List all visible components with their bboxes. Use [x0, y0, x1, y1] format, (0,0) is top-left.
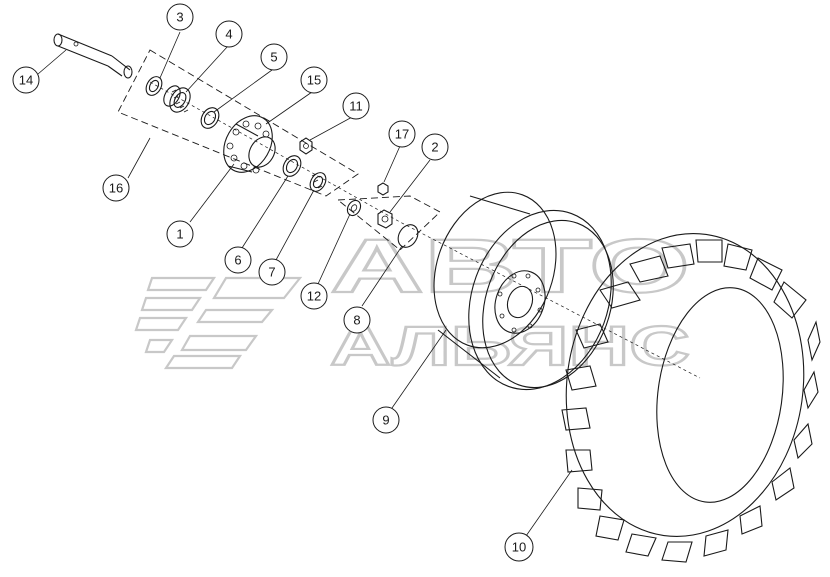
callout-3-label: 3 [176, 10, 183, 25]
callout-15-label: 15 [307, 73, 321, 88]
callout-12-label: 12 [307, 289, 321, 304]
callout-2: 2 [421, 133, 449, 161]
callout-14-label: 14 [19, 73, 33, 88]
callout-15: 15 [300, 66, 328, 94]
small-bearing-part [309, 172, 327, 192]
callout-8: 8 [343, 306, 371, 334]
callout-14: 14 [12, 66, 40, 94]
callout-4-label: 4 [225, 27, 232, 42]
callout-2-label: 2 [431, 140, 438, 155]
callout-10-label: 10 [512, 540, 526, 555]
assembly-axis-line [149, 81, 701, 379]
callout-17: 17 [388, 120, 416, 148]
callout-5: 5 [260, 43, 288, 71]
callout-10: 10 [504, 532, 534, 562]
callout-9-label: 9 [382, 413, 389, 428]
callout-3: 3 [166, 3, 194, 31]
callout-11: 11 [342, 92, 370, 120]
leader-lines [37, 31, 573, 537]
callout-7-label: 7 [268, 265, 275, 280]
spacer-ring-part [200, 107, 220, 129]
callout-6-label: 6 [234, 253, 241, 268]
callout-16-label: 16 [109, 181, 123, 196]
callout-8-label: 8 [353, 313, 360, 328]
callout-17-label: 17 [395, 127, 409, 142]
callout-1: 1 [166, 220, 194, 248]
callout-4: 4 [215, 20, 243, 48]
castle-nut-part [377, 209, 393, 229]
hub-nut-part [299, 137, 313, 155]
callout-16: 16 [102, 174, 130, 202]
wheel-hub-part [223, 115, 276, 174]
seal-ring-part [145, 76, 163, 96]
inner-seal-part [282, 155, 302, 177]
callout-5-label: 5 [270, 50, 277, 65]
spindle-part [53, 33, 133, 79]
watermark-line2: АЛЬЯНС [330, 314, 690, 377]
watermark-emblem-icon [134, 276, 303, 370]
group-2-outline [336, 195, 441, 251]
callout-1-label: 1 [176, 227, 183, 242]
roller-bearing-part [163, 85, 191, 113]
washer-part [346, 199, 362, 217]
callout-12: 12 [300, 282, 328, 310]
callout-7: 7 [258, 258, 286, 286]
tire-part [561, 233, 821, 563]
callout-11-label: 11 [349, 99, 363, 114]
group-16-outline [117, 49, 359, 197]
callout-9: 9 [372, 406, 400, 434]
callout-6: 6 [224, 246, 252, 274]
stud-nut-part [377, 182, 389, 196]
wheel-rim-part [433, 191, 614, 391]
